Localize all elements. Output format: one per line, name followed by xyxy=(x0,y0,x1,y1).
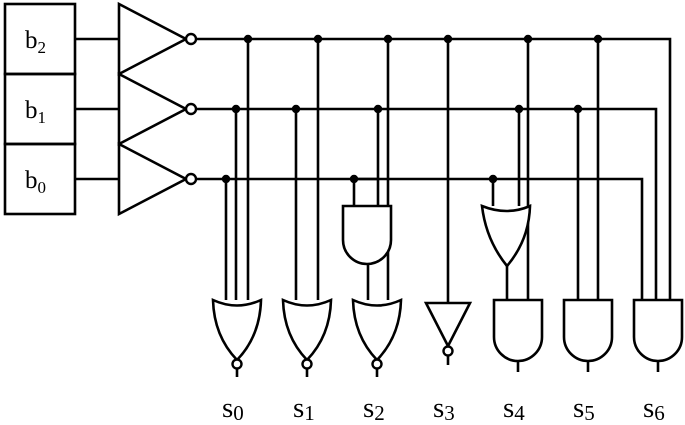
inverter-b2 xyxy=(117,1,189,77)
inverter-bubble-b1 xyxy=(184,102,198,116)
and-gate-s5 xyxy=(562,298,614,363)
and-gate-s6 xyxy=(632,298,684,363)
nor-gate-s2 xyxy=(351,297,403,362)
bus-b0 xyxy=(196,177,644,300)
output-label-s2: s2 xyxy=(363,392,385,425)
input-label-b1: b1 xyxy=(25,97,46,127)
intermediate-gates xyxy=(341,203,532,269)
input-wires xyxy=(75,37,119,181)
or-gate-mid-s4 xyxy=(480,203,532,269)
output-label-s1: s1 xyxy=(293,392,315,425)
bus-b2 xyxy=(196,37,672,300)
output-label-s0: s0 xyxy=(222,392,244,425)
nor-gate-s1 xyxy=(281,297,333,362)
tap-wires xyxy=(224,39,600,303)
output-label-s6: s6 xyxy=(643,392,665,425)
output-stubs xyxy=(235,356,660,377)
bus-b1 xyxy=(196,107,658,300)
output-label-s5: s5 xyxy=(573,392,595,425)
inverter-s3 xyxy=(423,301,473,349)
input-label-b2: b2 xyxy=(25,27,46,57)
junction-dots xyxy=(221,34,603,184)
nor-bubble-s0 xyxy=(231,358,243,370)
bus-lines xyxy=(196,37,672,300)
inverter-bubble-b0 xyxy=(184,172,198,186)
output-label-s3: s3 xyxy=(433,392,455,425)
output-label-s4: s4 xyxy=(503,392,525,425)
nor-gate-s0 xyxy=(211,297,263,362)
inverter-bubble-b2 xyxy=(184,32,198,46)
inverting-buffers xyxy=(117,1,198,217)
nor-bubble-s1 xyxy=(301,358,313,370)
input-label-b0: b0 xyxy=(25,167,46,197)
and-gate-s4 xyxy=(492,298,544,363)
inverter-b1 xyxy=(117,71,189,147)
nor-bubble-s2 xyxy=(371,358,383,370)
inverter-b0 xyxy=(117,141,189,217)
and-gate-mid-s2 xyxy=(341,204,393,266)
output-gates xyxy=(211,297,684,370)
inverter-bubble-s3 xyxy=(442,345,454,357)
